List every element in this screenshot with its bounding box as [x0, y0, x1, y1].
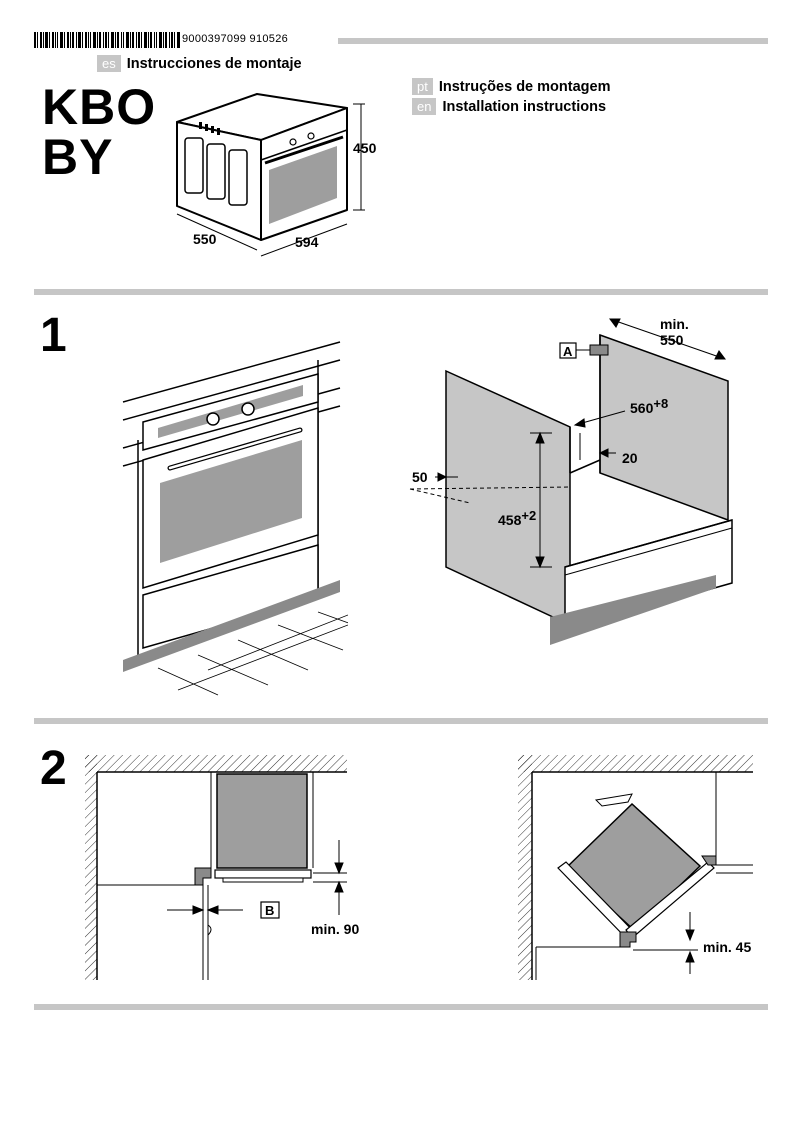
barcode-number: 9000397099 910526	[182, 33, 289, 45]
model-name: KBO BY	[42, 82, 156, 182]
cabinet-side-panel-right	[599, 333, 729, 522]
wall-top	[85, 755, 347, 772]
cabinet-door-profile	[194, 867, 212, 886]
step-number: 2	[40, 742, 67, 795]
section-divider	[34, 718, 768, 724]
dim-depth-label: 550	[193, 231, 217, 247]
lang-code-pt: pt	[412, 78, 433, 95]
oven-front-plan	[214, 869, 312, 879]
installed-oven-illustration	[122, 341, 348, 696]
dim-width-label: 594	[295, 234, 319, 250]
oven-body-plan-rotated	[564, 802, 702, 932]
marker-b-box	[260, 901, 280, 919]
lang-text-en: Installation instructions	[442, 98, 607, 115]
cabinet-dimension-diagram: A min. 550 560+8 20 50 458+2	[409, 316, 733, 645]
oven-body-plan	[216, 773, 308, 869]
control-strip	[158, 385, 303, 438]
clearance-label-left: min. 90	[311, 921, 359, 937]
lang-text-pt: Instruções de montagem	[438, 78, 611, 95]
cabinet-floor	[520, 520, 728, 573]
section-divider	[34, 289, 768, 295]
dim-cabinet-height: 458+2	[498, 508, 536, 528]
barcode	[34, 32, 180, 48]
oven-window	[160, 440, 302, 563]
dim-min-label: min.	[660, 316, 689, 332]
wall-left	[85, 755, 97, 980]
lang-title-es: es Instrucciones de montaje	[97, 55, 302, 72]
cabinet-side-panel-left	[445, 369, 571, 627]
marker-a: A	[563, 344, 573, 359]
lang-title-en: en Installation instructions	[412, 98, 606, 115]
oven-window	[269, 146, 337, 224]
plinth	[123, 580, 340, 672]
section-divider	[34, 1004, 768, 1010]
dim-front-offset: 50	[412, 469, 428, 485]
dim-min-depth: 550	[660, 332, 684, 348]
step-number: 1	[40, 309, 67, 362]
plan-view-corner: min. 45	[518, 755, 753, 980]
oven-dimension-diagram: 550 594 450	[176, 93, 377, 257]
header-rule	[338, 38, 768, 44]
clearance-label-right: min. 45	[703, 939, 751, 955]
lang-title-pt: pt Instruções de montagem	[412, 78, 610, 95]
oven-handle	[264, 135, 344, 165]
lang-text-es: Instrucciones de montaje	[126, 55, 302, 72]
cabinet-door-profile	[619, 931, 637, 948]
cabinet-plinth	[550, 575, 716, 645]
dim-side-gap: 20	[622, 450, 638, 466]
dim-inner-width: 560+8	[630, 396, 668, 416]
model-line-1: KBO	[42, 79, 157, 135]
wall-left	[518, 755, 532, 980]
plan-view-straight: B min. 90	[85, 755, 359, 980]
mounting-bracket-a	[589, 344, 609, 356]
marker-b: B	[265, 903, 274, 918]
lang-code-es: es	[97, 55, 121, 72]
model-line-2: BY	[42, 129, 114, 185]
lang-code-en: en	[412, 98, 437, 115]
wall-top	[518, 755, 753, 772]
dim-height-label: 450	[353, 140, 377, 156]
